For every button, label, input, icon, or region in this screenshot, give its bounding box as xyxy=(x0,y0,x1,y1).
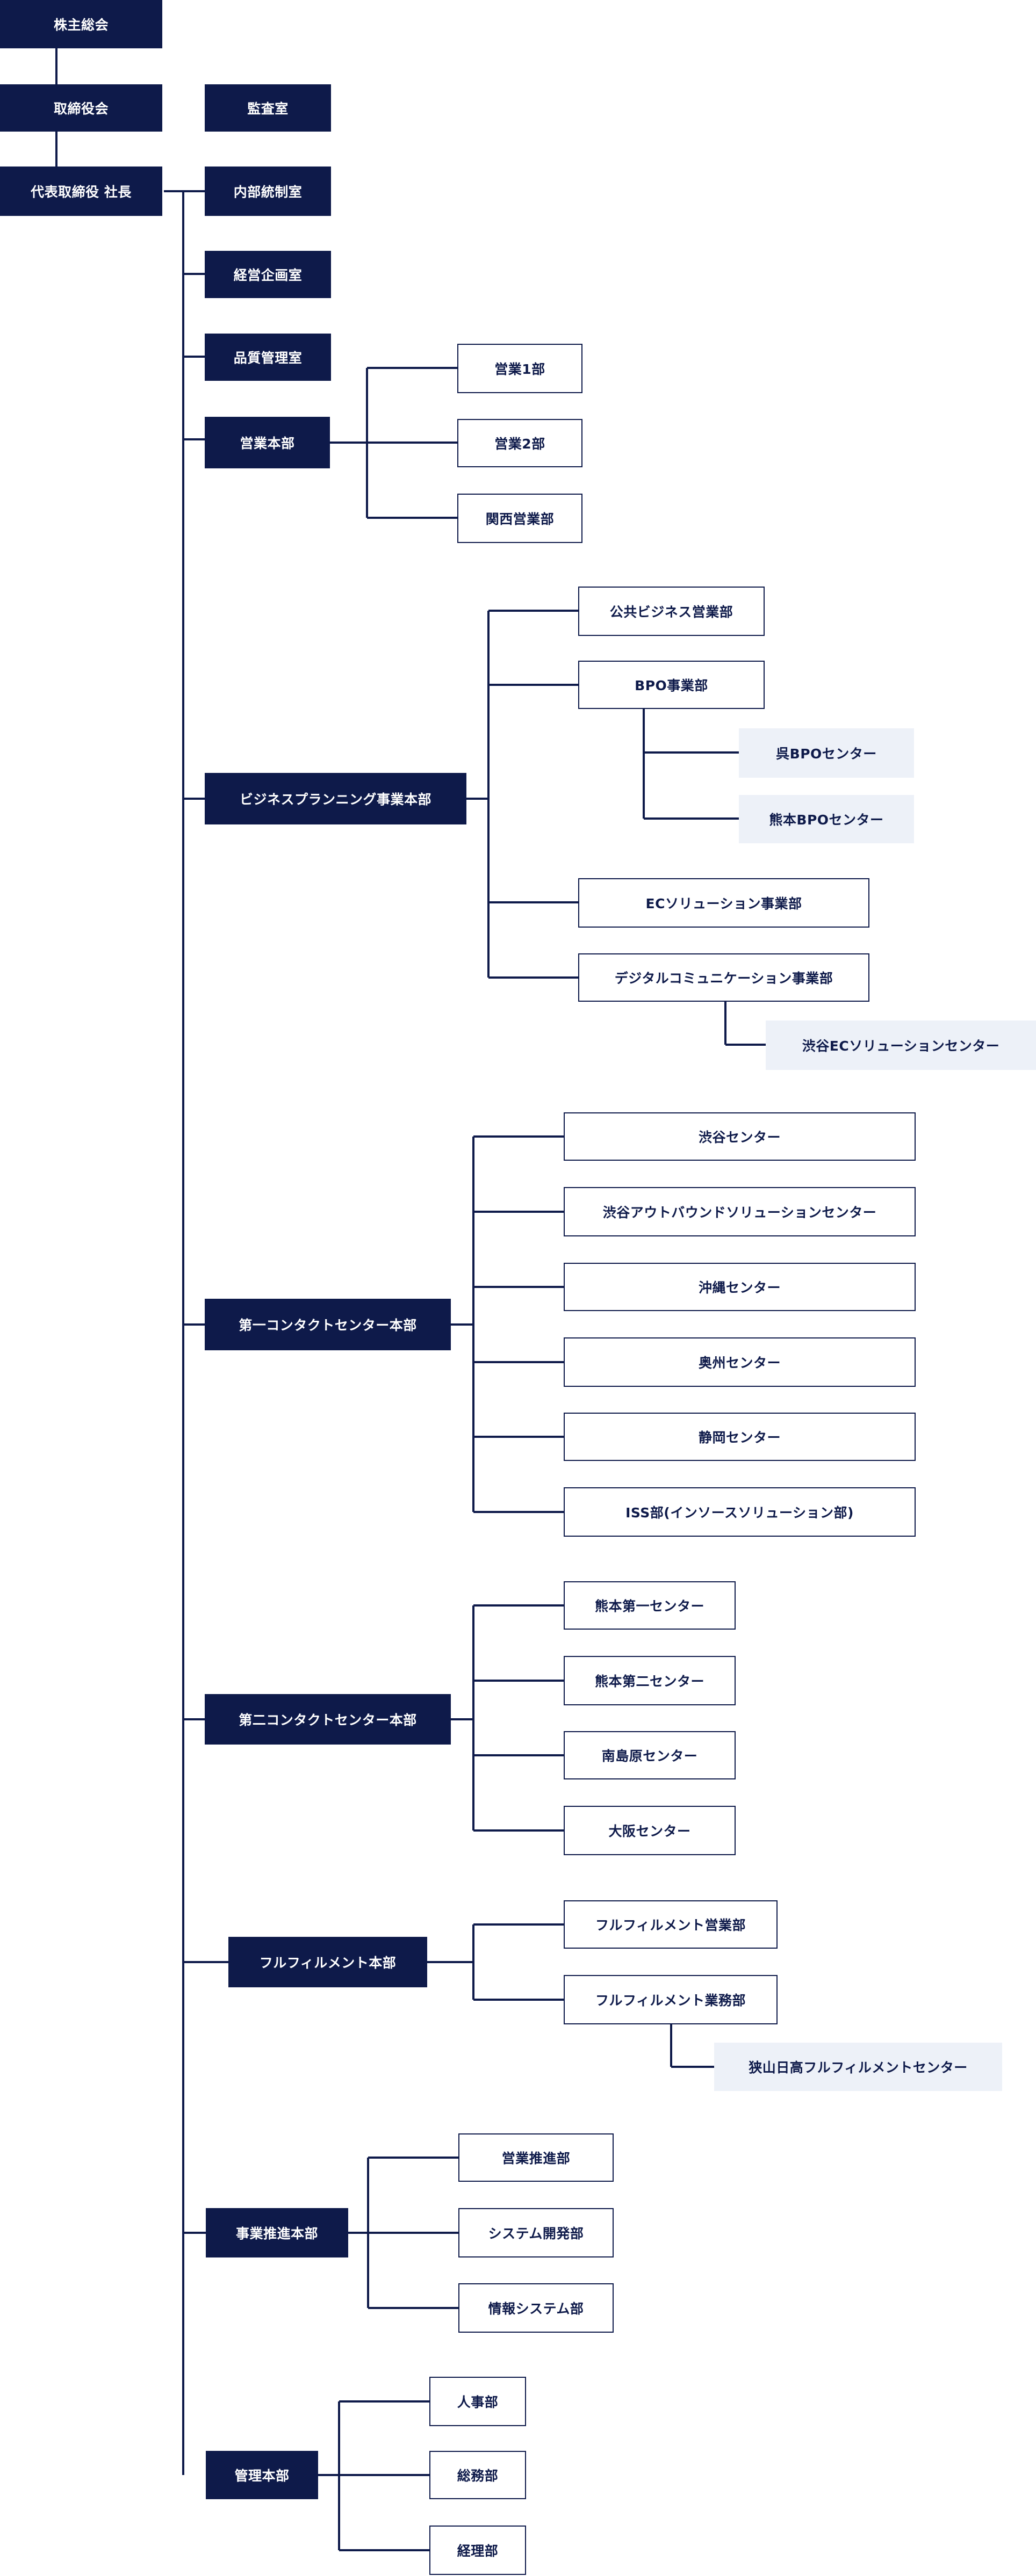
node-kure-bpo-center: 呉BPOセンター xyxy=(739,728,914,778)
node-sales-dept-1: 営業1部 xyxy=(457,344,582,393)
node-business-promotion-hq: 事業推進本部 xyxy=(206,2208,348,2257)
node-shizuoka-center: 静岡センター xyxy=(564,1413,916,1461)
node-management-planning: 経営企画室 xyxy=(205,251,331,298)
node-fulfillment-operations: フルフィルメント業務部 xyxy=(564,1975,778,2024)
node-digital-communication: デジタルコミュニケーション事業部 xyxy=(578,953,869,1002)
node-human-resources: 人事部 xyxy=(429,2377,526,2426)
node-shibuya-ec-center: 渋谷ECソリューションセンター xyxy=(766,1021,1036,1070)
node-board-of-directors: 取締役会 xyxy=(0,84,162,132)
node-general-affairs: 総務部 xyxy=(429,2451,526,2499)
node-minamishimabara-center: 南島原センター xyxy=(564,1731,736,1779)
node-sales-hq: 営業本部 xyxy=(205,417,330,468)
node-accounting: 経理部 xyxy=(429,2526,526,2575)
node-osaka-center: 大阪センター xyxy=(564,1806,736,1855)
node-ec-solution: ECソリューション事業部 xyxy=(578,878,869,928)
node-sales-promotion: 営業推進部 xyxy=(458,2133,614,2182)
node-ceo: 代表取締役 社長 xyxy=(0,167,162,216)
node-public-business-sales: 公共ビジネス営業部 xyxy=(578,587,765,636)
node-business-planning-hq: ビジネスプランニング事業本部 xyxy=(205,773,466,824)
node-kumamoto-2-center: 熊本第二センター xyxy=(564,1656,736,1705)
node-shareholders-meeting: 株主総会 xyxy=(0,0,162,48)
node-kansai-sales: 関西営業部 xyxy=(457,494,582,543)
node-internal-control: 内部統制室 xyxy=(205,167,331,216)
node-shibuya-center: 渋谷センター xyxy=(564,1112,916,1161)
node-contact-center-1-hq: 第一コンタクトセンター本部 xyxy=(205,1299,451,1350)
node-iss-division: ISS部(インソースソリューション部) xyxy=(564,1487,916,1537)
node-kumamoto-1-center: 熊本第一センター xyxy=(564,1581,736,1630)
node-contact-center-2-hq: 第二コンタクトセンター本部 xyxy=(205,1694,451,1745)
node-quality-control: 品質管理室 xyxy=(205,334,331,381)
node-bpo-division: BPO事業部 xyxy=(578,661,765,709)
node-shibuya-outbound-center: 渋谷アウトバウンドソリューションセンター xyxy=(564,1187,916,1236)
node-fulfillment-sales: フルフィルメント営業部 xyxy=(564,1900,778,1949)
node-fulfillment-hq: フルフィルメント本部 xyxy=(228,1937,427,1987)
node-administration-hq: 管理本部 xyxy=(206,2451,318,2499)
node-sayama-hidaka-center: 狭山日高フルフィルメントセンター xyxy=(714,2043,1002,2091)
node-okinawa-center: 沖縄センター xyxy=(564,1263,916,1311)
node-information-systems: 情報システム部 xyxy=(458,2283,614,2333)
node-audit-office: 監査室 xyxy=(205,84,331,132)
node-oshu-center: 奥州センター xyxy=(564,1337,916,1387)
node-kumamoto-bpo-center: 熊本BPOセンター xyxy=(739,795,914,843)
node-sales-dept-2: 営業2部 xyxy=(457,419,582,467)
node-system-development: システム開発部 xyxy=(458,2208,614,2257)
